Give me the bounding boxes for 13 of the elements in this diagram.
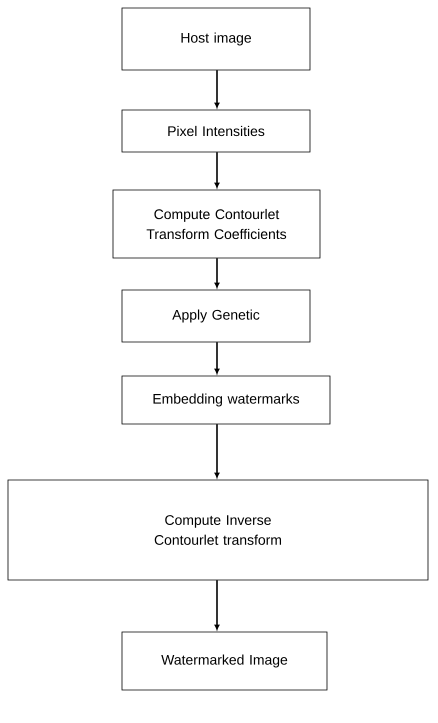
process-box: Watermarked Image [122,632,328,690]
process-box: Embedding watermarks [122,376,330,424]
arrow [214,342,220,374]
process-box: Pixel Intensities [122,110,310,152]
arrow [214,70,220,108]
process-box: Compute Inverse Contourlet transform [8,480,428,580]
arrow [214,258,220,288]
arrow [214,580,220,630]
arrow [214,152,220,188]
process-box: Compute Contourlet Transform Coefficients [112,190,320,258]
arrow [214,424,220,478]
process-box: Apply Genetic [122,290,310,342]
process-box: Host image [122,8,310,70]
